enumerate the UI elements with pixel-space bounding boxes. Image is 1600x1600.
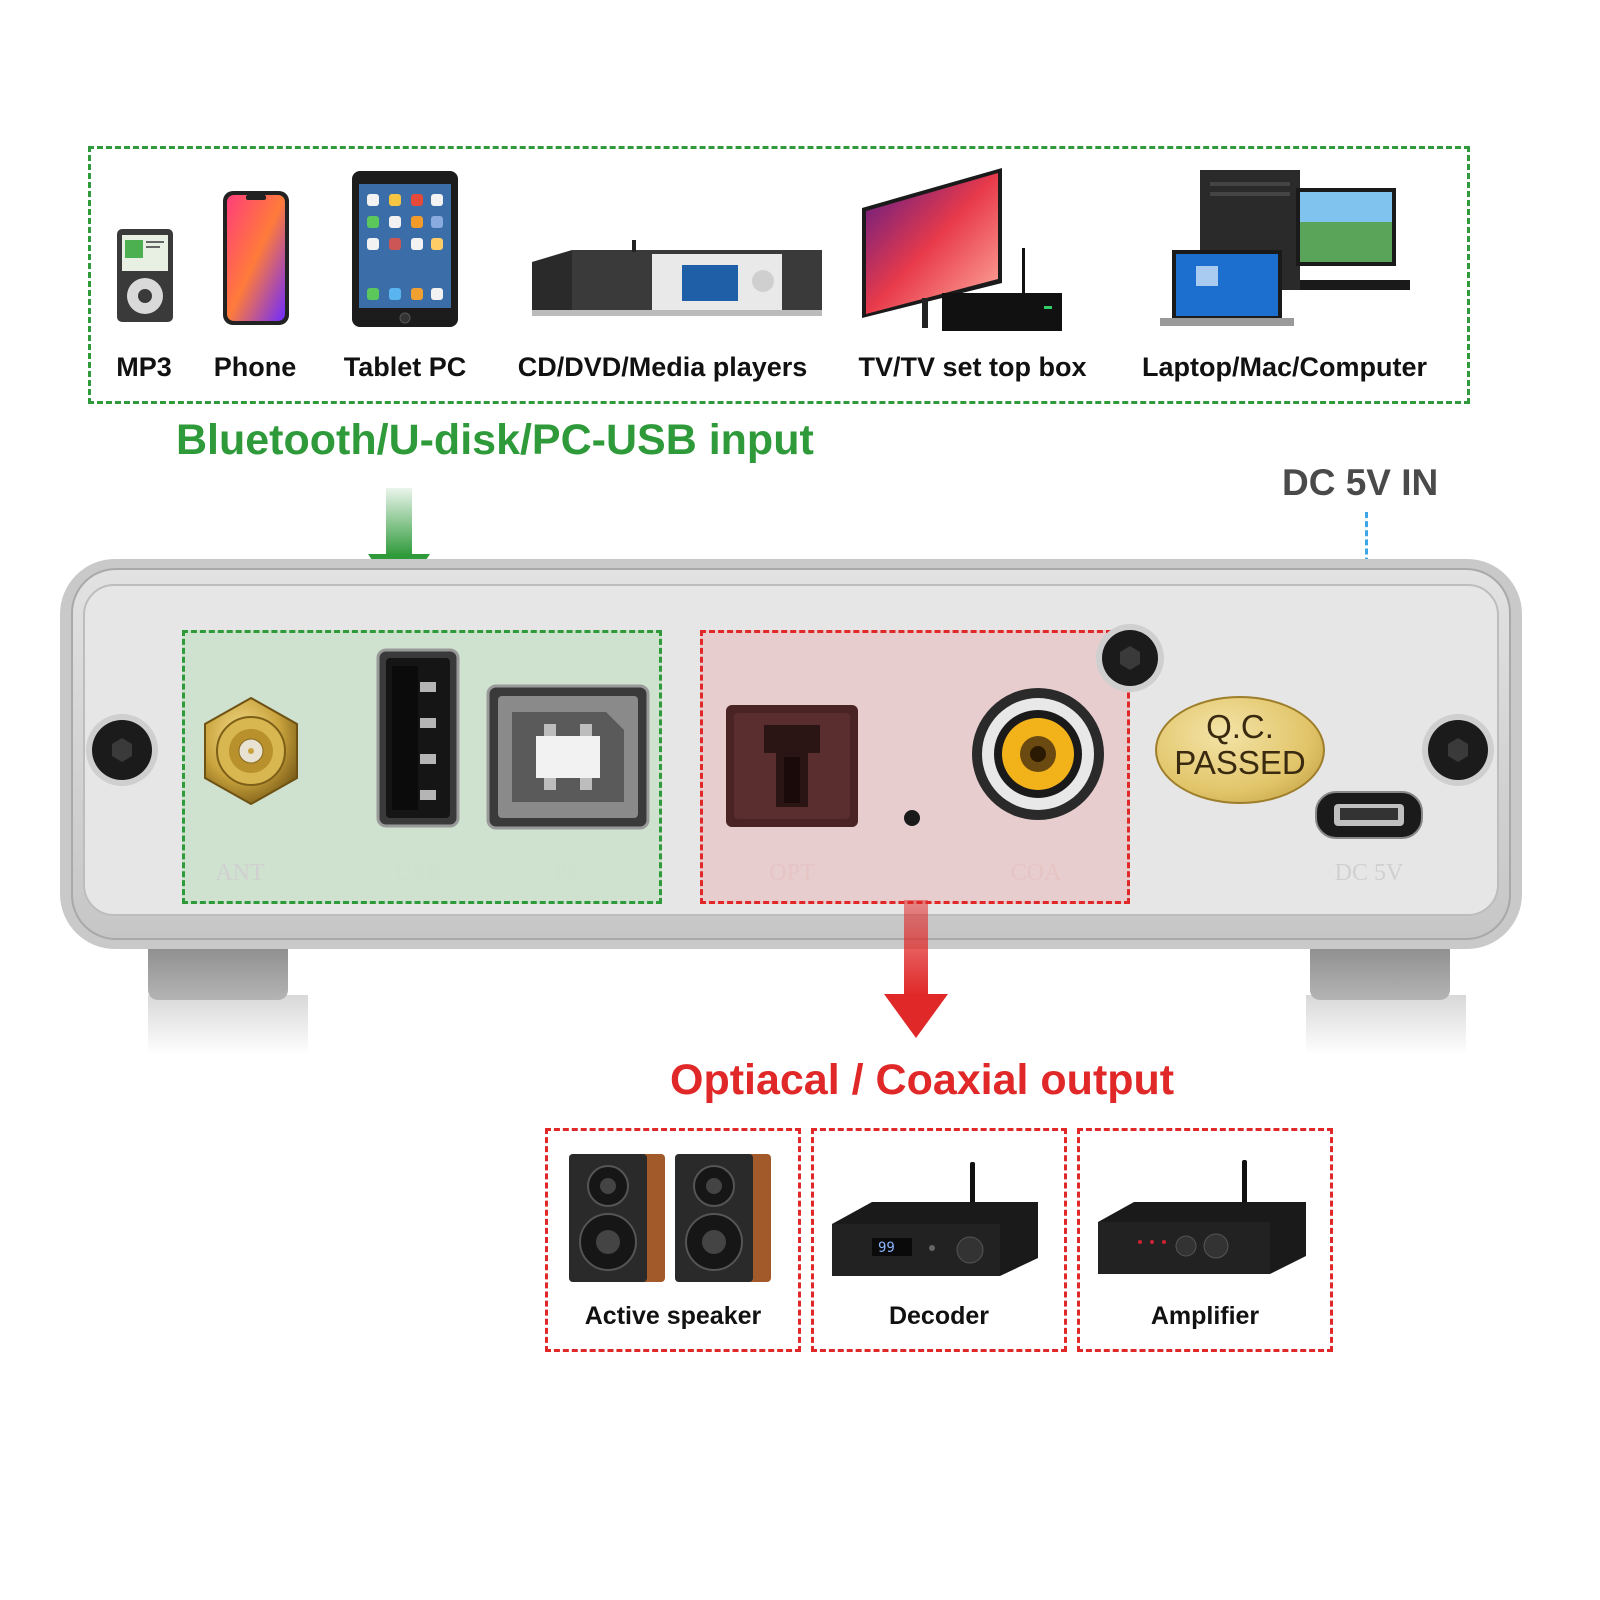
qc-line-1: Q.C.	[1206, 708, 1274, 745]
top-screw-icon	[1094, 622, 1166, 694]
svg-text:99: 99	[878, 1240, 895, 1256]
decoder-icon: 99	[832, 1162, 1042, 1282]
output-box-amplifier	[1077, 1128, 1333, 1352]
input-heading: Bluetooth/U-disk/PC-USB input	[176, 416, 814, 464]
amplifier-icon	[1098, 1160, 1310, 1280]
output-label-decoder: Decoder	[888, 1302, 990, 1330]
source-label-phone: Phone	[213, 352, 297, 382]
input-devices-box	[88, 146, 1470, 404]
port-label-dc: DC 5V	[1334, 860, 1404, 886]
source-label-media-players: CD/DVD/Media players	[517, 352, 808, 382]
optical-port-icon	[724, 703, 860, 829]
phone-icon	[222, 190, 290, 326]
dc-input-label: DC 5V IN	[1282, 462, 1439, 503]
output-arrow	[884, 900, 948, 1040]
speaker-icon	[567, 1150, 773, 1286]
qc-passed-sticker: Q.C. PASSED	[1155, 696, 1325, 804]
port-label-ant: ANT	[215, 860, 265, 886]
usb-b-port-icon	[486, 684, 650, 830]
mp3-player-icon	[116, 228, 174, 323]
left-screw-icon	[84, 712, 160, 788]
output-box-speaker	[545, 1128, 801, 1352]
computer-icon	[1160, 170, 1410, 330]
port-label-coa: COA	[1010, 860, 1062, 886]
source-label-tablet: Tablet PC	[343, 352, 467, 382]
output-label-speaker: Active speaker	[584, 1302, 762, 1330]
source-label-tv: TV/TV set top box	[858, 352, 1087, 382]
port-label-pc: PC	[553, 860, 583, 886]
dc-micro-usb-port-icon	[1314, 790, 1424, 840]
port-label-opt: OPT	[769, 860, 815, 886]
port-label-usb: USB	[394, 860, 442, 886]
tablet-icon	[351, 170, 459, 328]
tv-icon	[862, 168, 1067, 336]
coaxial-port-icon	[970, 686, 1106, 822]
output-heading: Optiacal / Coaxial output	[670, 1056, 1175, 1104]
antenna-connector-icon	[194, 694, 308, 808]
right-screw-icon	[1420, 712, 1496, 788]
output-box-decoder	[811, 1128, 1067, 1352]
indicator-hole	[904, 810, 920, 826]
media-player-icon	[532, 240, 822, 320]
qc-line-2: PASSED	[1174, 744, 1306, 781]
source-label-computer: Laptop/Mac/Computer	[1141, 352, 1427, 382]
output-label-amplifier: Amplifier	[1150, 1302, 1260, 1330]
source-label-mp3: MP3	[116, 352, 172, 382]
usb-a-port-icon	[376, 648, 460, 828]
